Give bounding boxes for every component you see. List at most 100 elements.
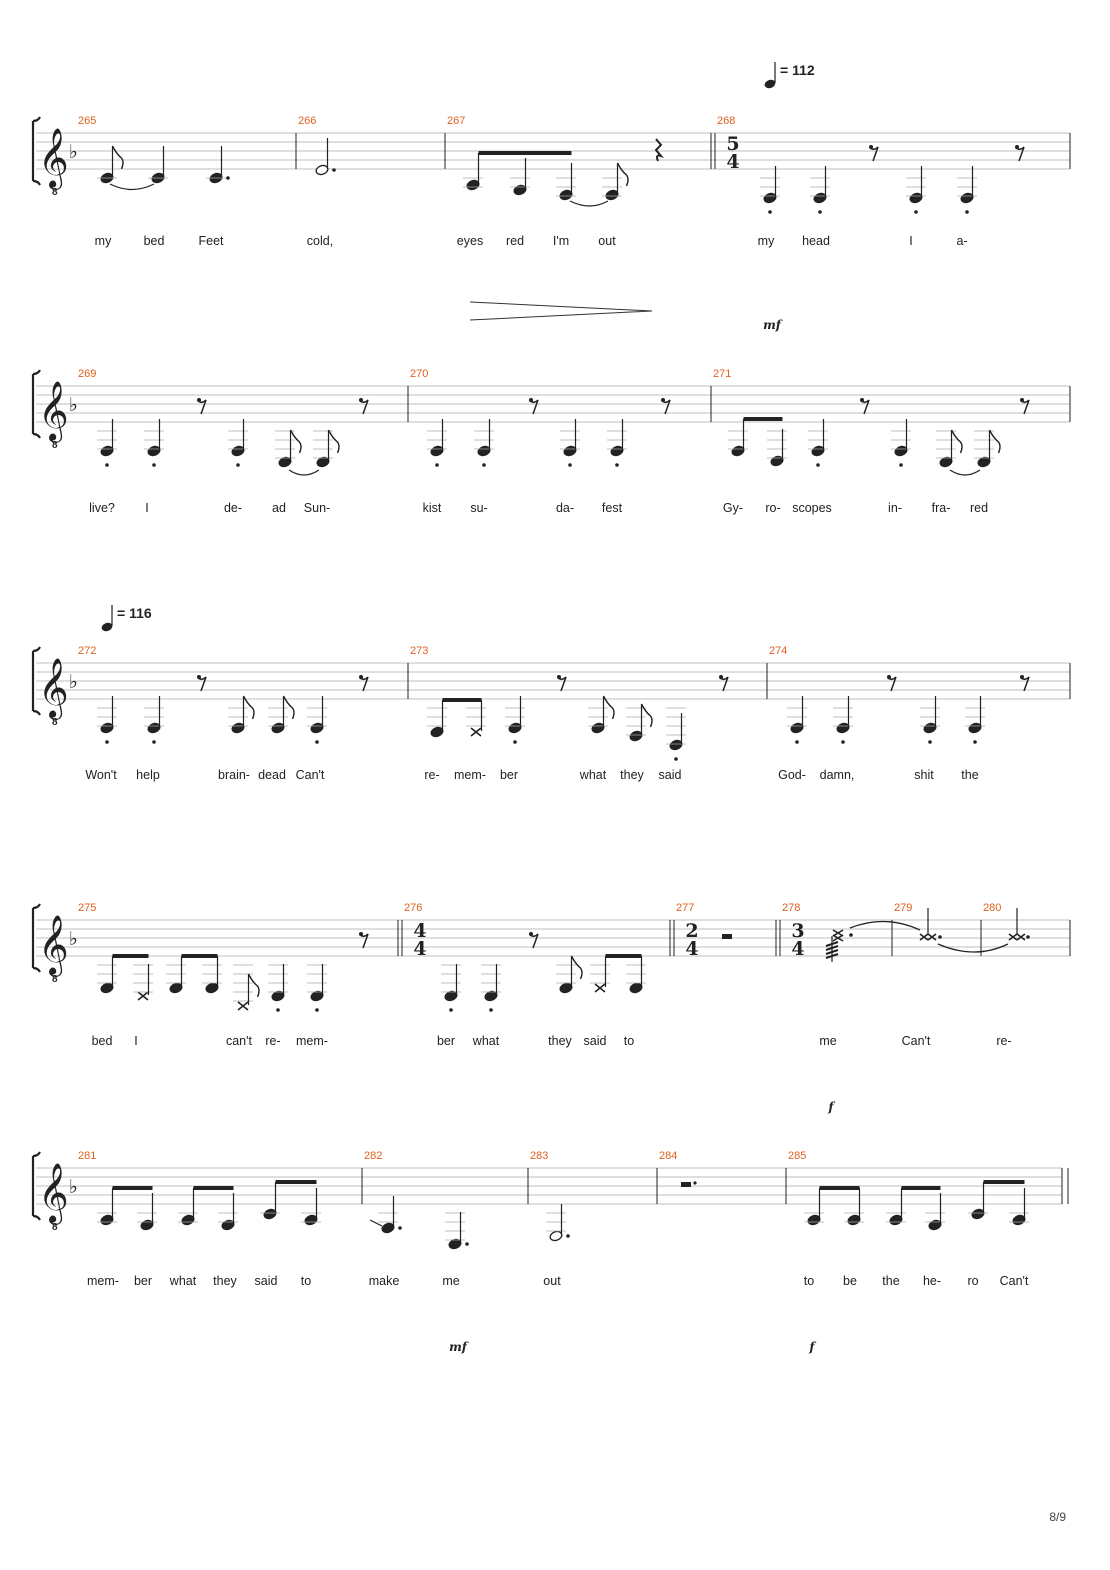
beam — [275, 1180, 317, 1184]
note — [144, 696, 164, 744]
note — [474, 419, 494, 467]
key-flat: ♭ — [69, 671, 78, 693]
system-bracket — [31, 903, 41, 973]
lyric-syllable: out — [543, 1274, 561, 1288]
lyric-syllable: I — [145, 501, 148, 515]
note — [441, 964, 461, 1012]
eighth-rest-dot — [557, 675, 561, 679]
note — [968, 1182, 988, 1220]
x-notehead — [832, 934, 844, 942]
x-notehead — [237, 1001, 249, 1011]
staccato-dot — [315, 1008, 319, 1012]
lyric-syllable: red — [970, 501, 988, 515]
eighth-rest — [359, 399, 369, 415]
x-notehead — [1008, 933, 1018, 941]
lyric-syllable: mem- — [296, 1034, 328, 1048]
x-notehead — [137, 991, 149, 1001]
lyric-syllable: ber — [134, 1274, 152, 1288]
staccato-dot — [152, 740, 156, 744]
measure-number: 277 — [676, 902, 694, 914]
page-number: 8/9 — [1049, 1510, 1066, 1524]
measure-number: 273 — [410, 645, 428, 657]
note — [97, 1188, 117, 1226]
staccato-dot — [513, 740, 517, 744]
lyric-syllable: me — [819, 1034, 836, 1048]
lyric-syllable: help — [136, 768, 160, 782]
lyric-syllable: make — [369, 1274, 400, 1288]
measure-number: 272 — [78, 645, 96, 657]
note-flag — [640, 703, 653, 728]
eighth-rest — [869, 146, 879, 162]
note — [463, 153, 483, 191]
lyric-syllable: to — [624, 1034, 634, 1048]
lyric-syllable: bed — [92, 1034, 113, 1048]
measure-number: 267 — [447, 115, 465, 127]
measure-number: 274 — [769, 645, 787, 657]
lyric-syllable: to — [301, 1274, 311, 1288]
measure-number: 282 — [364, 1150, 382, 1162]
time-sig-top: 3 — [791, 920, 804, 942]
measure-number: 280 — [983, 902, 1001, 914]
measure-number: 268 — [717, 115, 735, 127]
note — [546, 1204, 570, 1242]
tie — [569, 200, 609, 207]
lyric-syllable: be — [843, 1274, 857, 1288]
treble-clef: 𝄞 — [38, 658, 69, 720]
note — [767, 429, 787, 467]
key-flat: ♭ — [69, 141, 78, 163]
note — [844, 1188, 864, 1226]
eighth-rest-dot — [359, 932, 363, 936]
lyric-syllable: ro — [967, 1274, 978, 1288]
eighth-rest — [557, 676, 567, 692]
key-flat: ♭ — [69, 928, 78, 950]
eighth-rest — [887, 676, 897, 692]
lyric-syllable: Can't — [902, 1034, 931, 1048]
lyric-syllable: mem- — [454, 768, 486, 782]
lyric-syllable: live? — [89, 501, 115, 515]
lyric-syllable: a- — [956, 234, 967, 248]
staccato-dot — [818, 210, 822, 214]
eighth-rest-dot — [860, 398, 864, 402]
eighth-rest — [359, 676, 369, 692]
eighth-rest-dot — [197, 398, 201, 402]
octave-eight: 8 — [52, 440, 58, 451]
key-flat: ♭ — [69, 394, 78, 416]
lyric-syllable: bed — [144, 234, 165, 248]
eighth-rest-dot — [887, 675, 891, 679]
lyric-syllable: shit — [914, 768, 934, 782]
note — [466, 700, 486, 737]
x-notehead — [919, 933, 929, 941]
lyric-syllable: out — [598, 234, 616, 248]
beam — [901, 1186, 941, 1190]
eighth-rest-dot — [661, 398, 665, 402]
time-sig-top: 4 — [413, 920, 426, 942]
lyric-syllable: re- — [265, 1034, 280, 1048]
measure-number: 283 — [530, 1150, 548, 1162]
staccato-dot — [674, 757, 678, 761]
measure-number: 281 — [78, 1150, 96, 1162]
note-dot — [226, 176, 230, 180]
eighth-rest-dot — [1015, 145, 1019, 149]
note — [148, 146, 168, 184]
staccato-dot — [489, 1008, 493, 1012]
staccato-dot — [973, 740, 977, 744]
staccato-dot — [236, 463, 240, 467]
note — [97, 956, 117, 994]
lyric-syllable: red — [506, 234, 524, 248]
lyric-syllable: Won't — [85, 768, 117, 782]
measure-number: 266 — [298, 115, 316, 127]
eighth-rest-dot — [529, 932, 533, 936]
lyric-syllable: my — [758, 234, 775, 248]
staccato-dot — [795, 740, 799, 744]
eighth-rest-dot — [1020, 398, 1024, 402]
time-sig-top: 2 — [685, 920, 698, 942]
slide-line — [369, 1219, 383, 1227]
note-dot — [398, 1226, 402, 1230]
beam — [478, 151, 572, 155]
note — [666, 707, 686, 761]
note — [920, 696, 940, 744]
lyric-syllable: damn, — [820, 768, 855, 782]
dynamic-marking: mf — [449, 1340, 469, 1354]
lyric-syllable: the — [882, 1274, 899, 1288]
